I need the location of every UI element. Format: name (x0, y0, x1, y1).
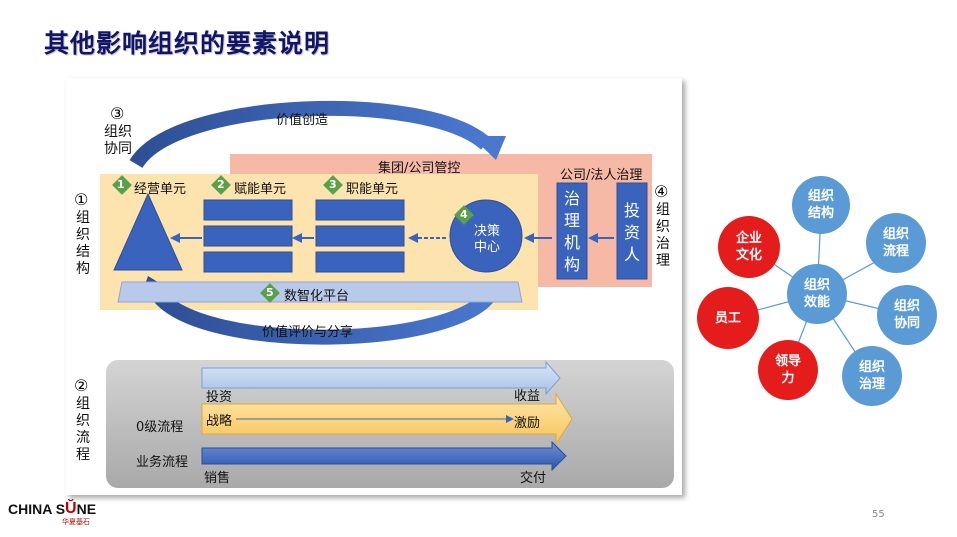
network-node-culture: 企业 文化 (718, 216, 780, 278)
page-number: 55 (872, 509, 885, 520)
item1-number: ① (74, 190, 89, 209)
unit2-number: 2 (217, 178, 225, 191)
item2-label: 组 织 流 程 (76, 396, 90, 463)
platform-bar (117, 281, 523, 303)
decision-label: 决策 中心 (473, 224, 500, 255)
network-node-process: 组织 流程 (866, 213, 926, 273)
item4-label: 组 织 治 理 (656, 202, 670, 269)
company-logo: CHINA S Ŭ NE (8, 500, 96, 518)
unit3-number: 3 (329, 178, 337, 191)
investor-label: 投 资 人 (623, 201, 640, 264)
unit2-label: 赋能单元 (234, 182, 287, 197)
flow-strategy: 战略 (206, 414, 233, 429)
item3-label: 组织 协同 (104, 124, 132, 157)
diagram-graphics (100, 100, 674, 488)
business-unit-triangle (113, 192, 183, 271)
diagram-panel: 价值创造 价值评价与分享 ③ 组织 协同 ① 组 织 结 构 ② 组 织 流 程… (66, 78, 682, 495)
item1-label: 组 织 结 构 (76, 210, 90, 277)
governance-label: 治 理 机 构 (563, 189, 580, 274)
unit3-label: 职能单元 (346, 182, 399, 197)
network-node-governance: 组织 治理 (842, 346, 902, 406)
flow-business: 业务流程 (136, 455, 189, 470)
top-arc-label: 价值创造 (276, 113, 329, 128)
top-arc-arrowhead (471, 136, 506, 160)
corp-governance-label: 公司/法人治理 (560, 168, 643, 183)
bottom-arc-label: 价值评价与分享 (262, 325, 354, 340)
bottom-arc-arrow (149, 282, 502, 345)
flow-revenue: 收益 (514, 389, 541, 404)
invest-arrow (201, 360, 561, 396)
item4-number: ④ (654, 182, 669, 201)
flow-level0: 0级流程 (136, 420, 184, 435)
network-node-employees: 员工 (697, 287, 759, 349)
page-title: 其他影响组织的要素说明 (44, 29, 331, 58)
business-arrow (201, 440, 567, 472)
decision-number: 4 (460, 208, 468, 221)
unit1-label: 经营单元 (134, 182, 187, 197)
item2-number: ② (74, 376, 89, 395)
logo-subtitle: 华夏基石 (62, 518, 90, 526)
item3-number: ③ (110, 104, 125, 123)
network-node-synergy: 组织 协同 (877, 285, 937, 345)
top-arc-arrow (129, 100, 492, 169)
logo-text-right: NE (76, 501, 97, 517)
logo-text-left: CHINA S (8, 501, 66, 517)
network-center-node: 组织 效能 (787, 264, 847, 324)
unit1-number: 1 (117, 178, 125, 191)
logo-mark-icon: Ŭ (65, 500, 77, 517)
flow-invest: 投资 (206, 390, 233, 405)
governance-box (556, 182, 588, 280)
network-node-leadership: 领导 力 (758, 340, 818, 400)
platform-label: 数智化平台 (284, 289, 350, 304)
platform-number: 5 (266, 286, 274, 299)
flow-delivery: 交付 (520, 471, 547, 486)
investor-box (616, 182, 648, 280)
group-control-label: 集团/公司管控 (378, 161, 461, 176)
flow-incentive: 激励 (514, 416, 541, 431)
network-node-structure: 组织 结构 (792, 176, 850, 234)
flow-sales: 销售 (204, 471, 231, 486)
